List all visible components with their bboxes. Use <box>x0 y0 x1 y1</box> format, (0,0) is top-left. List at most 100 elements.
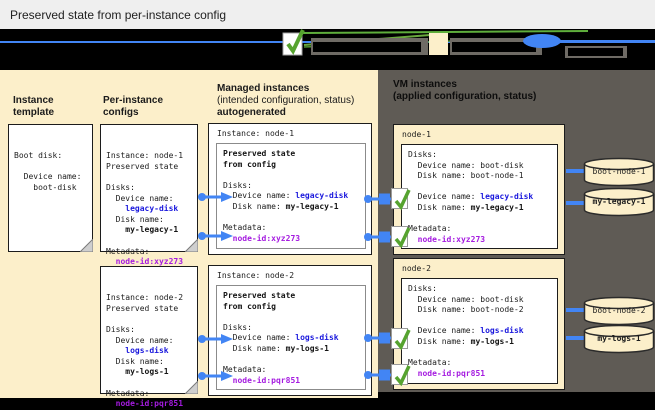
code-line <box>14 162 87 173</box>
code-line: Metadata: <box>106 388 150 398</box>
managed-instance-title: Instance: node-1 <box>217 129 295 138</box>
code-line <box>408 316 551 327</box>
code-line: Disks: <box>106 324 135 334</box>
column-header-vm-instances: VM instances (applied configuration, sta… <box>393 79 537 102</box>
managed-instance-title: Instance: node-2 <box>217 271 295 280</box>
code-line: Device name: logs-disk <box>223 333 339 343</box>
title-bar: Preserved state from per-instance config <box>0 0 655 29</box>
page-fold-icon <box>80 239 93 252</box>
code-line: Disk name: my-logs-1 <box>223 343 329 353</box>
code-line: Disks: <box>223 180 252 190</box>
status-check <box>391 226 411 249</box>
status-check <box>391 328 411 351</box>
code-line: Instance: node-1 <box>106 151 184 161</box>
legend-check-icon <box>286 29 305 55</box>
disk-label: boot-node-1 <box>592 167 646 176</box>
code-line: node-id:xyz273 <box>232 233 301 243</box>
code-line: Disks: <box>408 150 437 159</box>
disk-cylinder-icon <box>583 296 655 326</box>
code-line: Preserved state <box>223 149 296 158</box>
code-line: Metadata: <box>223 365 267 375</box>
code-line: node-id:pqr851 <box>417 368 486 378</box>
code-line <box>408 182 551 193</box>
code-line <box>106 236 192 247</box>
code-line: from config <box>223 301 276 311</box>
column-header-managed-instances: Managed instances (intended configuratio… <box>217 83 355 118</box>
code-line: my-legacy-1 <box>106 225 179 235</box>
check-icon <box>394 329 411 351</box>
code-line: Disk name: boot-node-1 <box>408 171 524 181</box>
code-line: Device name: <box>106 335 174 345</box>
vm-config-inner-box: Disks: Device name: boot-disk Disk name:… <box>401 278 558 384</box>
disk-label: boot-node-2 <box>592 306 646 315</box>
code-line: logs-disk <box>106 346 169 356</box>
legend-green-line <box>301 30 589 34</box>
code-line: Device name: logs-disk <box>408 326 524 336</box>
code-line: node-id:xyz273 <box>106 257 184 267</box>
code-line: Disk name: <box>106 214 164 224</box>
code-line <box>223 170 359 181</box>
code-line: Device name: boot-disk <box>408 160 524 170</box>
code-line: Preserved state <box>223 291 296 300</box>
code-line: Disk name: my-logs-1 <box>408 336 514 346</box>
vm-instance-node-2-box: node-2 Disks: Device name: boot-disk Dis… <box>393 258 565 390</box>
vm-instance-title: node-2 <box>402 264 431 273</box>
disk-cylinder-icon <box>583 324 655 354</box>
code-line: Metadata: <box>223 223 267 233</box>
code-line: Disks: <box>223 322 252 332</box>
code-line: node-id:pqr851 <box>232 375 301 385</box>
code-line: Device name: boot-disk <box>408 294 524 304</box>
code-line: Device name: legacy-disk <box>408 192 534 202</box>
code-line: Boot disk: <box>14 151 63 161</box>
vm-config-inner-box: Disks: Device name: boot-disk Disk name:… <box>401 144 558 249</box>
code-line: Disks: <box>408 284 437 293</box>
code-line: Preserved state <box>106 303 179 313</box>
code-line <box>408 214 551 225</box>
status-check <box>391 188 411 211</box>
disk-cylinder-icon <box>583 187 655 217</box>
code-line: Metadata: <box>106 246 150 256</box>
code-line: node-id:xyz273 <box>417 234 486 244</box>
code-line: Device name: <box>14 172 82 182</box>
code-line: Disk name: <box>106 356 164 366</box>
code-line: node-id:pqr851 <box>106 399 184 409</box>
disk-label: my-logs-1 <box>597 334 641 343</box>
code-line <box>106 378 192 389</box>
page-fold-icon <box>185 239 198 252</box>
column-header-per-instance-configs: Per-instance configs <box>103 95 164 118</box>
code-line <box>223 213 359 224</box>
code-line: Disk name: my-legacy-1 <box>223 201 339 211</box>
code-line: Device name: <box>106 193 174 203</box>
code-line: Device name: legacy-disk <box>223 191 349 201</box>
code-line: legacy-disk <box>106 204 179 214</box>
code-line: Instance: node-2 <box>106 293 184 303</box>
legend-connector-pill <box>523 34 561 48</box>
code-line: my-logs-1 <box>106 367 169 377</box>
code-line <box>106 172 192 183</box>
check-icon <box>394 227 411 249</box>
column-header-instance-template: Instance template <box>13 95 55 118</box>
check-icon <box>394 365 411 387</box>
status-check <box>391 364 411 387</box>
code-line <box>223 312 359 323</box>
check-icon <box>394 189 411 211</box>
code-line: Disk name: boot-node-2 <box>408 305 524 315</box>
code-line <box>106 314 192 325</box>
code-line <box>408 348 551 359</box>
vm-instance-node-1-box: node-1 Disks: Device name: boot-disk Dis… <box>393 124 565 255</box>
disk-cylinder-icon <box>583 157 655 187</box>
legend-band <box>0 29 655 70</box>
page-fold-icon <box>185 381 198 394</box>
page-title: Preserved state from per-instance config <box>10 8 227 22</box>
vm-instance-title: node-1 <box>402 130 431 139</box>
code-line: Disk name: my-legacy-1 <box>408 202 524 212</box>
code-line: boot-disk <box>14 182 77 192</box>
code-line <box>223 355 359 366</box>
code-line: Metadata: <box>408 224 452 234</box>
instance-template-box: Boot disk: Device name: boot-disk <box>8 124 93 252</box>
